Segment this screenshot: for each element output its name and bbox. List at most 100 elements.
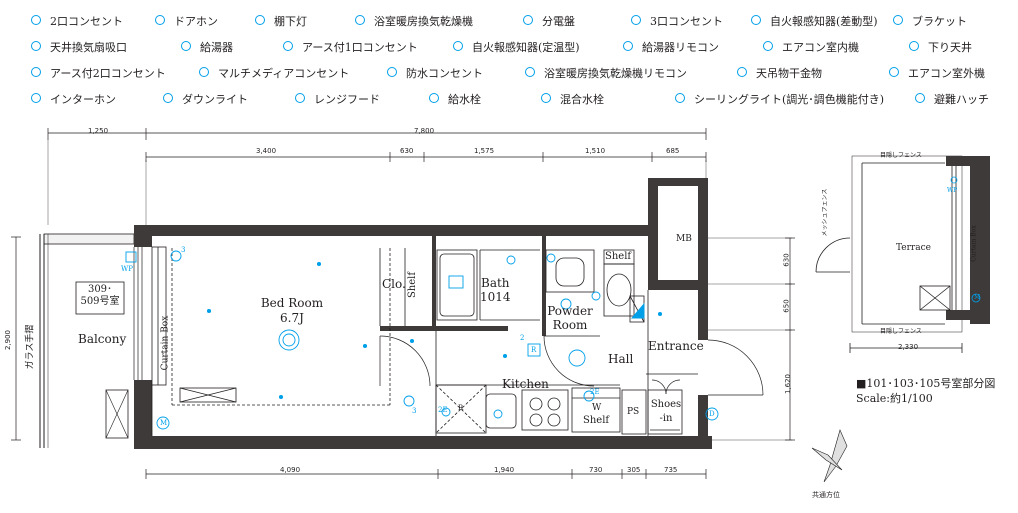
dim-top-seg-1: 3,400 [256, 147, 277, 155]
partial-scale: Scale:約1/100 [856, 392, 933, 405]
room-balcony: Balcony [78, 332, 127, 346]
fire-detector-fixed-icon [450, 38, 466, 57]
legend-label: レンジフード [314, 93, 380, 106]
curtain-box-label: Curtain Box [160, 315, 171, 371]
lowered-ceiling-icon [906, 38, 922, 57]
mixing-tap-icon [538, 90, 554, 109]
balcony [39, 233, 135, 448]
legend-label: 給水栓 [448, 93, 481, 106]
dim-top-left: 1,250 [88, 127, 109, 135]
dim-top-seg-2: 630 [400, 147, 414, 155]
dim-right-seg-3: 1,620 [784, 373, 793, 395]
legend-label: インターホン [50, 93, 116, 106]
legend-label: 給湯器リモコン [642, 41, 719, 54]
intercom-icon [28, 90, 44, 109]
partial-fence-top: 目隠しフェンス [880, 152, 922, 159]
fixture-wp-label: WP [121, 265, 133, 273]
partial-terrace: Terrace [896, 243, 931, 253]
waterproof-outlet-icon [384, 64, 400, 83]
room-bath-size: 1014 [480, 290, 511, 304]
dim-top-seg-5: 685 [666, 147, 680, 155]
dim-right-seg-1: 630 [782, 253, 791, 267]
outlet-icon [170, 250, 182, 262]
bathroom-dryer-icon [352, 12, 368, 31]
room-powder-shelf: Shelf [605, 251, 632, 262]
dim-top-total: 7,800 [414, 127, 435, 135]
room-powder-room: Powder Room [547, 304, 593, 332]
dimension-line-right [706, 237, 795, 441]
room-kitchen-shelf: Shelf [583, 415, 610, 426]
legend-label: アース付1口コンセント [302, 41, 418, 54]
dim-bottom-seg-1: 4,090 [280, 466, 301, 474]
legend-label: ダウンライト [182, 93, 248, 106]
downlight-icon [160, 90, 176, 109]
bracket-light-icon [890, 12, 906, 31]
fixtures [125, 250, 719, 430]
legend-label: エアコン室内機 [782, 41, 859, 54]
room-ps: PS [627, 407, 640, 417]
water-heater-icon [178, 38, 194, 57]
dim-right-seg-2: 650 [782, 299, 791, 313]
partial-mesh-fence: メッシュフェンス [821, 188, 829, 237]
room-shoes-in: Shoes -in [650, 399, 682, 424]
dim-bottom-seg-5: 735 [664, 466, 678, 474]
aircon-outdoor-icon [886, 64, 902, 83]
room-bath: Bath [481, 276, 510, 290]
compass [811, 429, 848, 483]
room-kitchen-shelf-w: W [592, 403, 602, 413]
dimension-lines-bottom [145, 469, 707, 479]
legend-label: ブラケット [912, 15, 967, 28]
water-tap-icon [426, 90, 442, 109]
fixture-2-label: 2 [520, 334, 525, 342]
legend-label: 混合水栓 [560, 93, 604, 106]
dim-top-seg-3: 1,575 [474, 147, 495, 155]
ceiling-light-icon [672, 90, 688, 109]
glass-railing-label: ガラス手摺 [25, 324, 36, 370]
legend-label: 防水コンセント [406, 67, 483, 80]
fixture-3-label: 3 [181, 246, 186, 254]
aircon-indoor-icon [760, 38, 776, 57]
legend-label: 天井換気扇吸口 [50, 41, 127, 54]
dryer-remote-icon [522, 64, 538, 83]
legend-label: 自火報感知器(差動型) [770, 15, 878, 28]
room-entrance: Entrance [648, 339, 704, 353]
partial-fence-bottom: 目隠しフェンス [880, 328, 922, 335]
legend-label: 3口コンセント [650, 15, 723, 28]
unit-note: 309･ 509号室 [80, 284, 120, 307]
room-bed-room-size: 6.7J [280, 311, 304, 325]
room-mb: MB [676, 234, 692, 244]
drying-hardware-icon [734, 64, 750, 83]
dim-left-height: 2,900 [4, 329, 13, 351]
legend-label: 2口コンセント [50, 15, 123, 28]
room-closet: Clo. [382, 277, 406, 291]
escape-hatch-icon [912, 90, 928, 109]
partial-m-label: M [974, 294, 981, 301]
legend-label: エアコン室外機 [908, 67, 985, 80]
fire-detector-diff-icon [748, 12, 764, 31]
fixture-d-label: D [709, 410, 715, 418]
fixture-r-label-2: R [458, 404, 464, 412]
multimedia-outlet-icon [196, 64, 212, 83]
room-closet-shelf: Shelf [407, 271, 419, 299]
partial-plan [815, 155, 990, 353]
distribution-board-icon [520, 12, 536, 31]
walls [134, 178, 712, 449]
fixture-m-label: M [160, 419, 168, 427]
outlet-3-icon [628, 12, 644, 31]
legend-label: 分電盤 [542, 15, 575, 28]
dim-top-seg-4: 1,510 [585, 147, 606, 155]
multimedia-outlet-icon [156, 416, 170, 430]
outlet-2-icon [28, 12, 44, 31]
dim-bottom-seg-2: 1,940 [494, 466, 515, 474]
fixture-2e-label-2: 2E [590, 388, 600, 396]
heater-remote-icon [620, 38, 636, 57]
legend-label: シーリングライト(調光･調色機能付き) [694, 93, 885, 106]
interior-lines [151, 246, 698, 436]
door-swings [133, 247, 764, 396]
legend-label: 下り天井 [928, 41, 972, 54]
legend-label: 給湯器 [200, 41, 233, 54]
downlight-icon [568, 349, 586, 367]
dim-bottom-seg-4: 305 [627, 466, 641, 474]
legend-label: 天吊物干金物 [756, 67, 822, 80]
